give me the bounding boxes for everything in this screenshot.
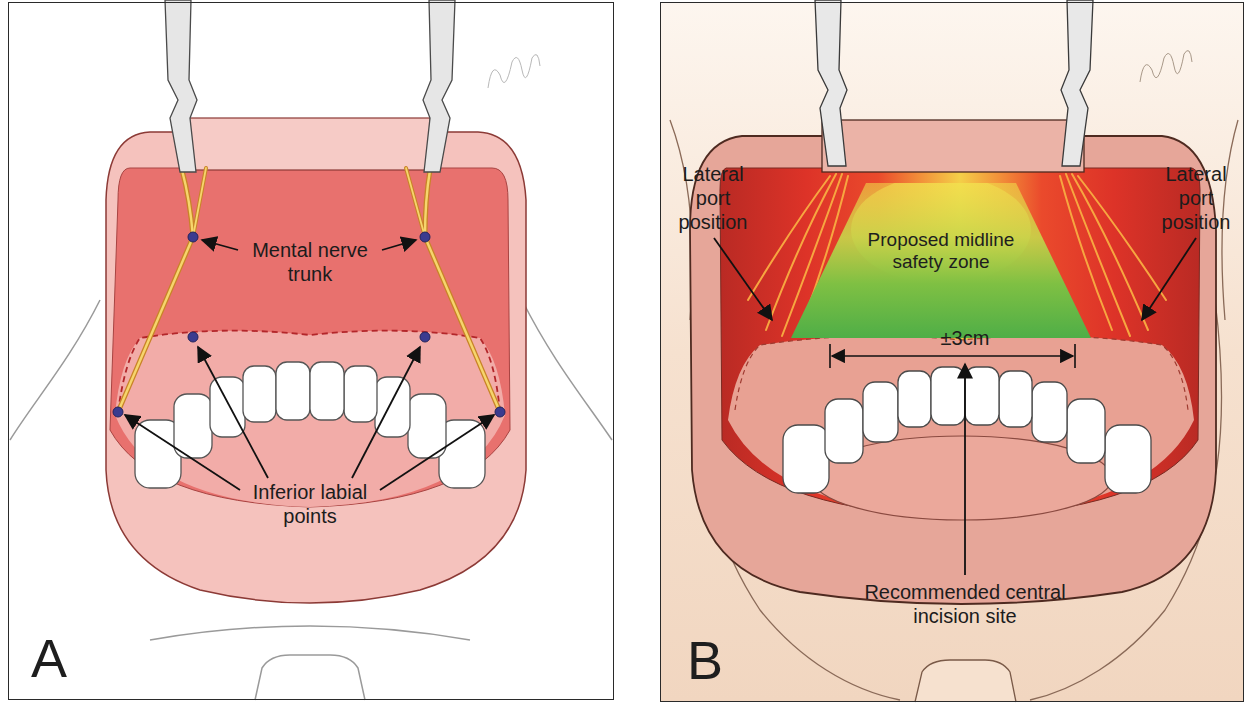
tooth — [1067, 399, 1105, 463]
leader-arrow — [380, 415, 494, 490]
landmark-point — [495, 407, 505, 417]
leader-arrow — [964, 364, 966, 575]
mental-nerve — [406, 168, 425, 237]
landmark-point — [188, 332, 198, 342]
mental-nerve — [1078, 176, 1166, 300]
tooth — [1032, 382, 1067, 442]
port-label: Lateral port position — [667, 162, 759, 234]
leader-arrow — [1142, 238, 1196, 320]
retractor — [165, 0, 455, 172]
landmark-point — [188, 232, 198, 242]
retracted-lip-flap — [182, 118, 430, 170]
leader-arrow — [382, 240, 416, 250]
retractor — [815, 0, 847, 166]
port-label: Lateral port position — [1150, 162, 1242, 234]
tooth — [931, 367, 965, 425]
face-outline — [522, 300, 612, 440]
leader-arrow — [125, 415, 240, 490]
dimension-line — [832, 355, 1073, 357]
tooth — [408, 394, 446, 458]
mental-nerve — [193, 168, 206, 237]
landmark-point — [113, 232, 505, 417]
leader-arrow — [352, 347, 420, 478]
panel-frame: A — [8, 2, 614, 700]
mental-nerve — [118, 170, 193, 412]
signature-scribble — [1140, 50, 1192, 82]
tooth — [276, 362, 310, 420]
tooth — [898, 371, 931, 427]
leader-arrow — [198, 347, 268, 478]
landmark-point — [420, 332, 430, 342]
mental-nerve — [425, 170, 500, 412]
mental-nerve — [406, 168, 425, 237]
tooth — [174, 394, 212, 458]
leader-arrow — [202, 240, 238, 250]
larynx-outline — [255, 655, 365, 700]
dimension-line — [1074, 344, 1076, 368]
dimension-label: ±3cm — [920, 326, 1010, 350]
landmark-point — [420, 232, 430, 242]
tooth — [825, 399, 863, 463]
tooth — [783, 425, 829, 493]
vestibule-mucosa — [110, 168, 510, 507]
dimension-line — [829, 344, 831, 368]
retracted-lip-flap — [822, 120, 1084, 172]
mental-nerve — [425, 170, 500, 412]
leader-arrow — [714, 238, 772, 320]
anatomy-label: Mental nerve trunk — [240, 238, 380, 286]
tooth — [210, 377, 245, 437]
face-outline — [150, 626, 470, 640]
outer-lip — [106, 132, 526, 603]
panel-letter: B — [687, 629, 723, 691]
safety-zone-trapezoid — [791, 183, 1091, 338]
gingiva — [115, 331, 505, 507]
tooth — [999, 371, 1032, 427]
face-outline — [670, 120, 1238, 700]
retractor — [423, 0, 455, 172]
tooth — [310, 362, 344, 420]
larynx-outline — [915, 660, 1016, 702]
mental-nerve — [193, 168, 206, 237]
tooth — [965, 367, 999, 425]
tooth — [783, 367, 1151, 493]
tooth — [1105, 425, 1151, 493]
anatomy-label: Inferior labial points — [230, 480, 390, 528]
zone-label: Proposed midline safety zone — [851, 229, 1031, 273]
incision-label: Recommended central incision site — [845, 580, 1085, 628]
face-outline — [10, 300, 100, 440]
signature-scribble — [488, 54, 540, 88]
outer-lip — [690, 136, 1216, 604]
skin-background — [661, 3, 1243, 701]
mental-nerve — [118, 168, 500, 412]
tooth — [863, 382, 898, 442]
tooth — [344, 366, 377, 422]
safety-zone: Proposed midline safety zone — [791, 183, 1091, 338]
retractor — [165, 0, 197, 172]
retractor — [1061, 0, 1093, 166]
tooth — [243, 366, 276, 422]
mental-nerve — [118, 170, 193, 412]
retractor — [815, 0, 1093, 166]
panel-letter: A — [31, 627, 67, 689]
tooth — [135, 362, 485, 488]
tooth — [375, 377, 410, 437]
landmark-point — [113, 407, 123, 417]
